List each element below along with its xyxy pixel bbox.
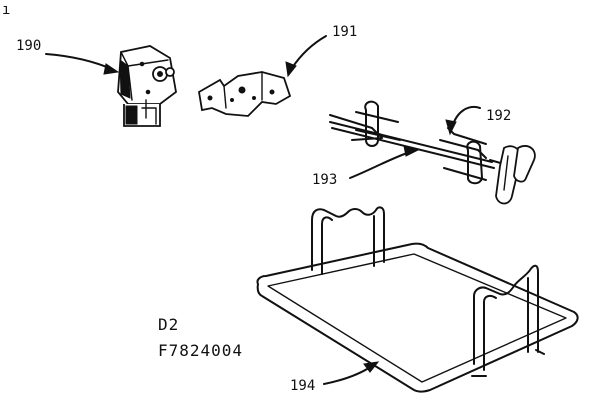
leader-arrow-190 [45,53,115,71]
callout-192: 192 [445,106,511,136]
callout-label-194: 194 [290,378,315,394]
callout-193: 193 [312,145,420,188]
corner-mark: ı [2,2,10,18]
pan-part-194 [256,206,579,393]
callout-label-192: 192 [486,108,511,124]
diagram-code-line2: F7824004 [158,341,243,360]
callout-191: 191 [285,24,357,78]
leader-arrow-191 [291,35,327,69]
motor-part-190 [117,45,177,127]
callout-190: 190 [16,38,120,75]
callout-label-190: 190 [16,38,41,54]
diagram-code-line1: D2 [158,315,179,334]
callout-label-191: 191 [332,24,357,40]
callout-label-193: 193 [312,172,337,188]
leader-arrow-194 [323,365,373,385]
leader-arrow-193 [349,151,411,179]
callout-194: 194 [290,361,380,394]
bracket-part-191 [198,71,292,117]
leader-arrow-192 [451,106,481,129]
